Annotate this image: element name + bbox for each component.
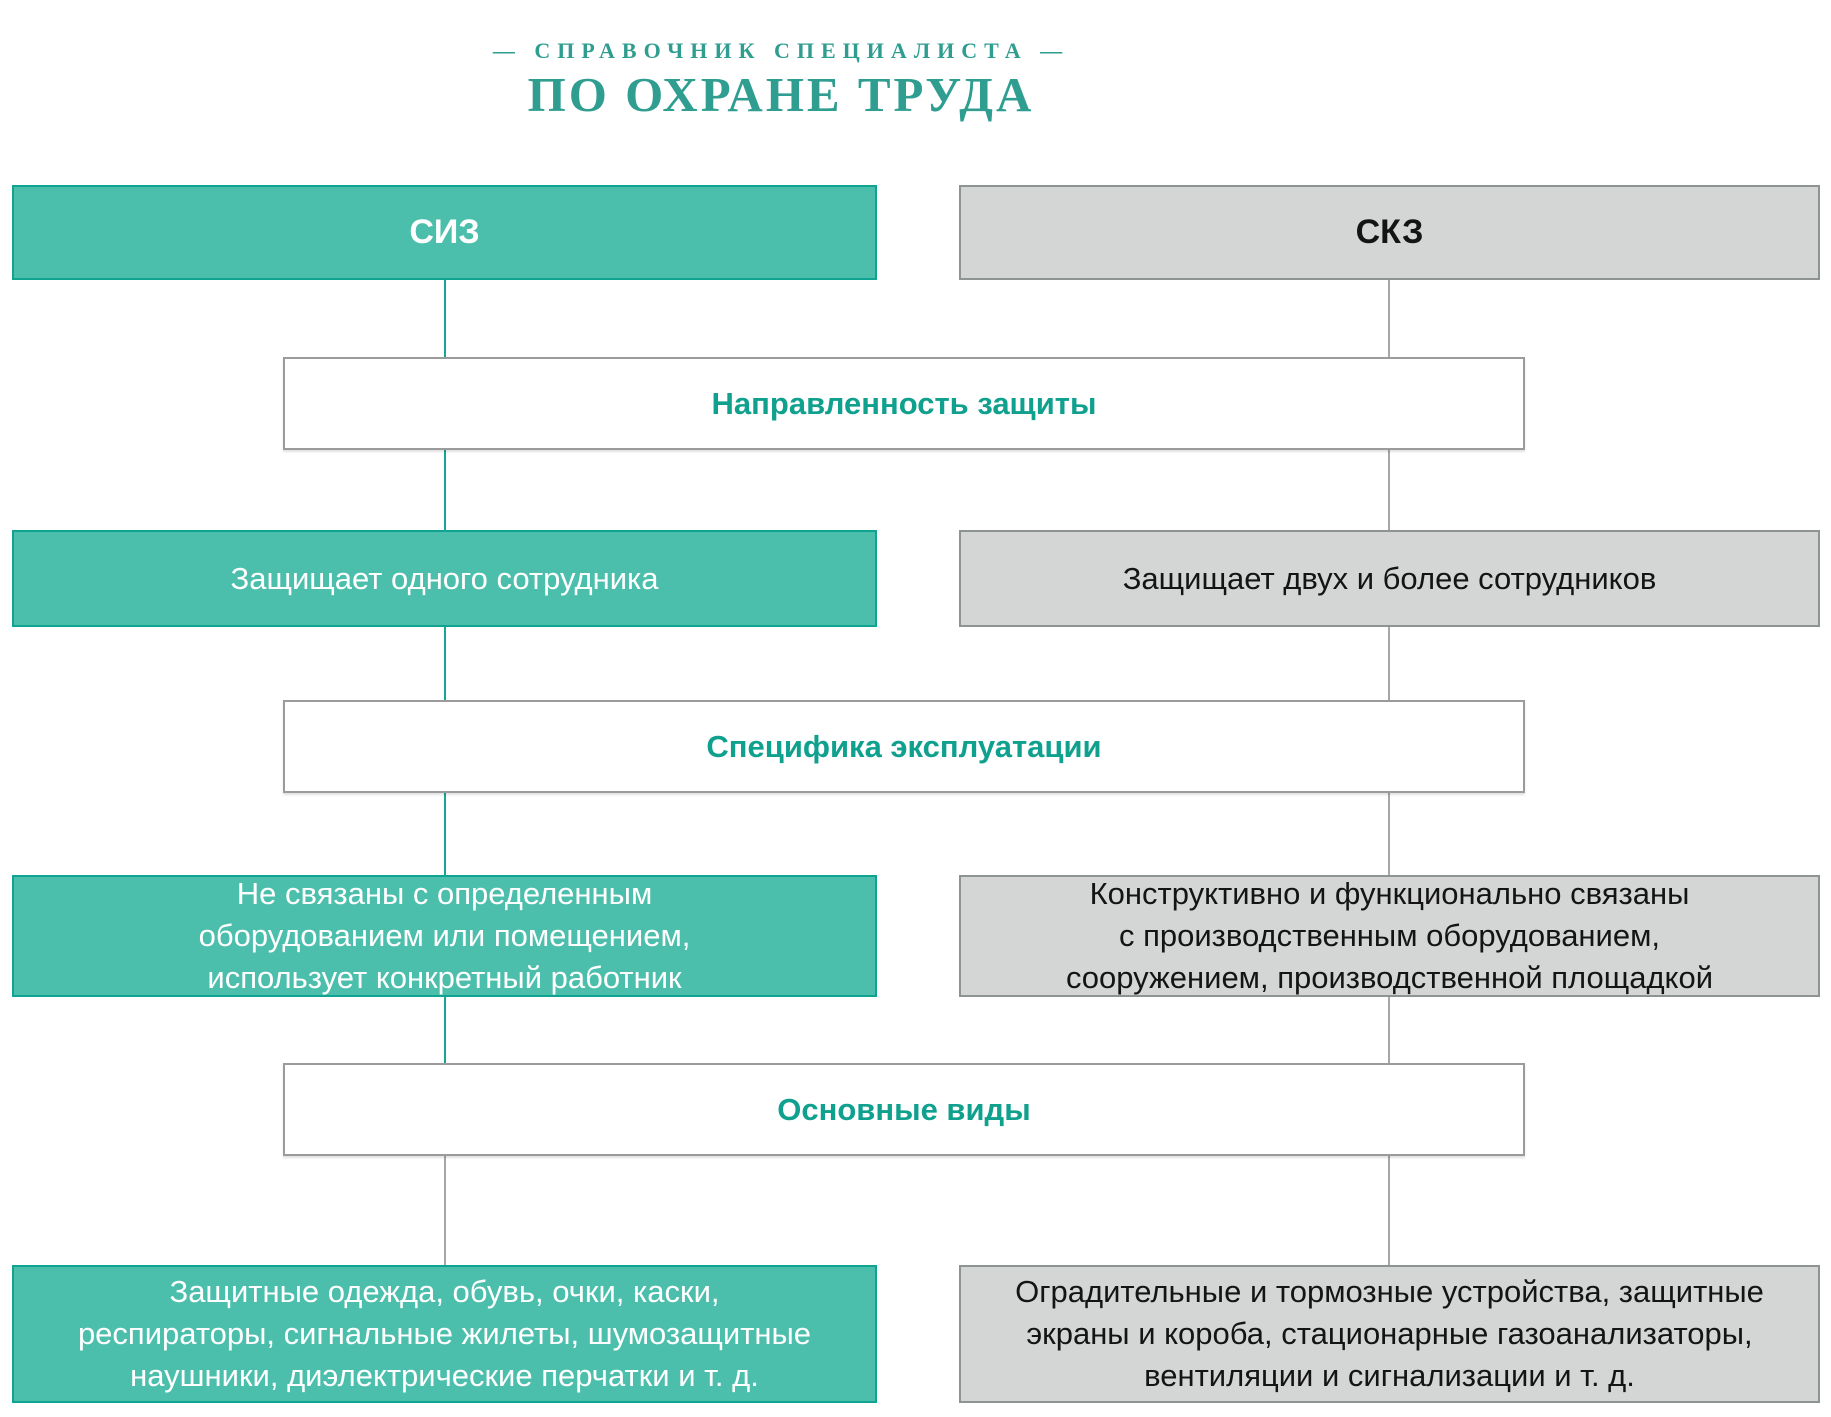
siz-connector-line [444, 793, 446, 875]
siz-operation-specifics-text: Не связаны с определенным оборудованием … [198, 876, 691, 995]
siz-connector-line [444, 997, 446, 1063]
skz-connector-line [1388, 280, 1390, 357]
skz-connector-line [1388, 793, 1390, 875]
siz-main-types-text: Защитные одежда, обувь, очки, каски, рес… [77, 1274, 812, 1393]
skz-protection-target-text: Защищает двух и более сотрудников [1122, 560, 1657, 596]
siz-main-types-box: Защитные одежда, обувь, очки, каски, рес… [12, 1265, 877, 1403]
divider-main-types-label: Основные виды [777, 1091, 1031, 1127]
siz-connector-line [444, 627, 446, 700]
siz-connector-line [444, 280, 446, 357]
logo-title: ПО ОХРАНЕ ТРУДА [527, 67, 1035, 122]
divider-main-types: Основные виды [283, 1063, 1525, 1156]
siz-header-label: СИЗ [409, 212, 480, 251]
skz-connector-line [1388, 997, 1390, 1063]
skz-protection-target-box: Защищает двух и более сотрудников [959, 530, 1820, 627]
divider-operation-specifics: Специфика эксплуатации [283, 700, 1525, 793]
siz-protection-target-box: Защищает одного сотрудника [12, 530, 877, 627]
skz-header-box: СКЗ [959, 185, 1820, 280]
siz-connector-line [444, 450, 446, 530]
divider-protection-target: Направленность защиты [283, 357, 1525, 450]
siz-protection-target-text: Защищает одного сотрудника [230, 560, 659, 596]
divider-protection-target-label: Направленность защиты [711, 385, 1097, 421]
skz-operation-specifics-box: Конструктивно и функционально связаны с … [959, 875, 1820, 997]
skz-connector-line [1388, 450, 1390, 530]
siz-operation-specifics-box: Не связаны с определенным оборудованием … [12, 875, 877, 997]
siz-connector-line [444, 1156, 446, 1265]
siz-header-box: СИЗ [12, 185, 877, 280]
logo: — СПРАВОЧНИК СПЕЦИАЛИСТА — ПО ОХРАНЕ ТРУ… [0, 38, 1562, 123]
skz-header-label: СКЗ [1355, 212, 1424, 251]
logo-tagline: — СПРАВОЧНИК СПЕЦИАЛИСТА — [492, 38, 1070, 63]
divider-operation-specifics-label: Специфика эксплуатации [706, 728, 1102, 764]
skz-main-types-text: Оградительные и тормозные устройства, за… [1015, 1274, 1764, 1393]
skz-connector-line [1388, 1156, 1390, 1265]
skz-connector-line [1388, 627, 1390, 700]
skz-main-types-box: Оградительные и тормозные устройства, за… [959, 1265, 1820, 1403]
skz-operation-specifics-text: Конструктивно и функционально связаны с … [1065, 876, 1714, 995]
